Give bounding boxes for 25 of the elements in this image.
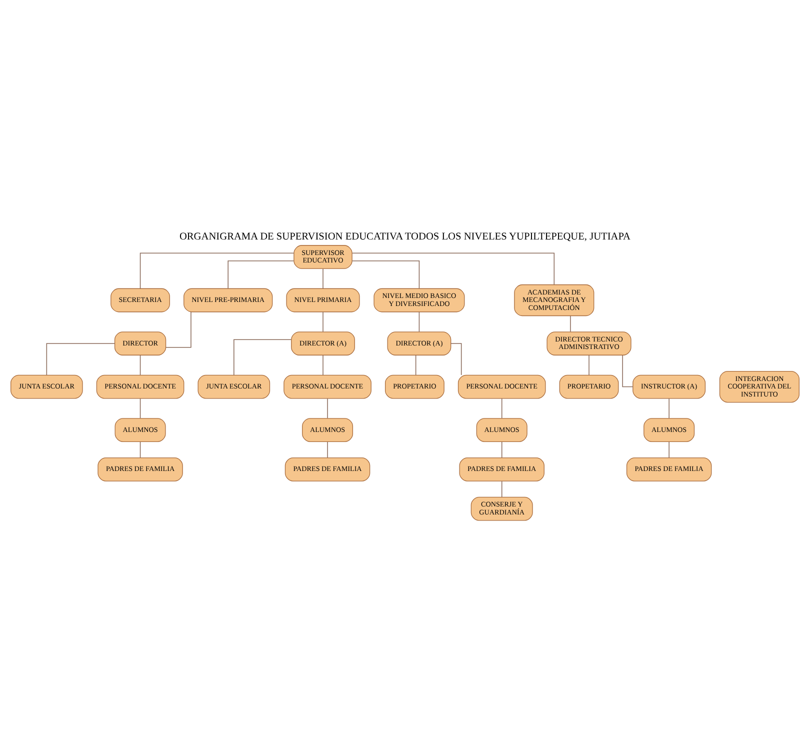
connector <box>166 311 192 348</box>
connector <box>322 268 324 288</box>
connector <box>501 440 502 458</box>
connector <box>570 314 571 332</box>
connector <box>327 398 328 418</box>
connector <box>46 342 116 375</box>
connector <box>668 440 670 458</box>
connector <box>588 354 590 375</box>
connector <box>234 338 292 375</box>
connector <box>352 252 555 284</box>
connector <box>327 440 328 458</box>
connector <box>322 354 324 375</box>
connector <box>140 354 141 375</box>
connector <box>352 260 420 288</box>
connector <box>228 260 294 288</box>
connector <box>140 440 141 458</box>
connector <box>501 480 502 497</box>
connector <box>140 398 141 418</box>
connector <box>501 398 502 418</box>
connector <box>668 398 670 418</box>
connector <box>322 311 324 332</box>
connector <box>418 311 420 332</box>
connector <box>140 252 294 288</box>
connector <box>415 354 416 375</box>
diagram-title: ORGANIGRAMA DE SUPERVISION EDUCATIVA TODOS LOS NIVELES YUPILTEPEQUE, JUTIAPA <box>179 230 631 242</box>
